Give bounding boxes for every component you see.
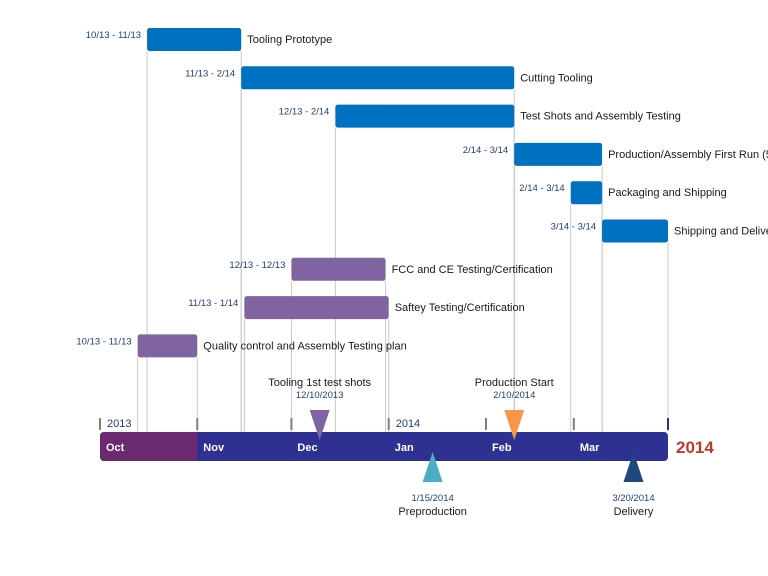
task-range-label: 11/13 - 1/14: [188, 298, 238, 309]
milestone-title: Production Start: [475, 377, 554, 389]
task-name-label: Tooling Prototype: [247, 34, 332, 46]
task-name-label: Shipping and Deliver: [674, 226, 768, 238]
task-bar: [514, 142, 603, 166]
task-name-label: Quality control and Assembly Testing pla…: [203, 340, 406, 352]
milestone-date: 2/10/2014: [493, 390, 535, 401]
task-range-label: 10/13 - 11/13: [76, 336, 131, 347]
milestone-date: 12/10/2013: [296, 390, 344, 401]
task-bars: 10/13 - 11/13 Tooling Prototype 11/13 - 2/…: [76, 28, 768, 358]
axis-bar: [100, 432, 668, 461]
highlight-segment-edge: [191, 432, 198, 461]
milestone-marker: [309, 410, 330, 440]
month-label: Feb: [492, 442, 512, 454]
task-bar: [244, 296, 389, 320]
year-label: 2014: [396, 418, 420, 430]
task-bar: [137, 334, 198, 358]
month-label: Nov: [203, 442, 225, 454]
milestone-marker: [422, 452, 443, 482]
task-range-label: 11/13 - 2/14: [185, 68, 235, 79]
milestone-title: Preproduction: [398, 506, 467, 518]
task-name-label: Saftey Testing/Certification: [395, 302, 525, 314]
milestone-marker: [504, 410, 525, 440]
task-range-label: 12/13 - 2/14: [279, 107, 330, 118]
task-name-label: FCC and CE Testing/Certification: [392, 264, 553, 276]
milestone-title: Tooling 1st test shots: [268, 377, 371, 389]
task-bar: [335, 104, 515, 128]
task-name-label: Cutting Tooling: [520, 72, 593, 84]
month-label: Mar: [580, 442, 600, 454]
end-year-label: 2014: [676, 438, 714, 457]
task-bar: [291, 257, 386, 281]
task-name-label: Production/Assembly First Run (50: [608, 149, 768, 161]
task-range-label: 3/14 - 3/14: [551, 222, 596, 233]
highlight-segment: [100, 432, 198, 461]
task-name-label: Packaging and Shipping: [608, 187, 727, 199]
timeline-axis: Oct Nov Dec Jan Feb Mar 2013 2014: [99, 418, 669, 461]
year-label: 2013: [107, 418, 131, 430]
task-name-label: Test Shots and Assembly Testing: [520, 111, 681, 123]
milestone-marker: [623, 452, 644, 482]
milestone-title: Delivery: [614, 506, 654, 518]
task-bar: [602, 219, 668, 243]
month-label: Oct: [106, 442, 125, 454]
milestone-date: 3/20/2014: [612, 493, 654, 504]
milestone-date: 1/15/2014: [412, 493, 454, 504]
month-label: Dec: [297, 442, 317, 454]
task-bar: [147, 28, 242, 51]
task-range-label: 2/14 - 3/14: [519, 183, 564, 194]
month-label: Jan: [395, 442, 414, 454]
task-bar: [570, 181, 603, 205]
task-bar: [241, 66, 515, 90]
task-range-label: 2/14 - 3/14: [463, 145, 508, 156]
task-range-label: 10/13 - 11/13: [86, 30, 141, 41]
task-range-label: 12/13 - 12/13: [229, 260, 285, 271]
